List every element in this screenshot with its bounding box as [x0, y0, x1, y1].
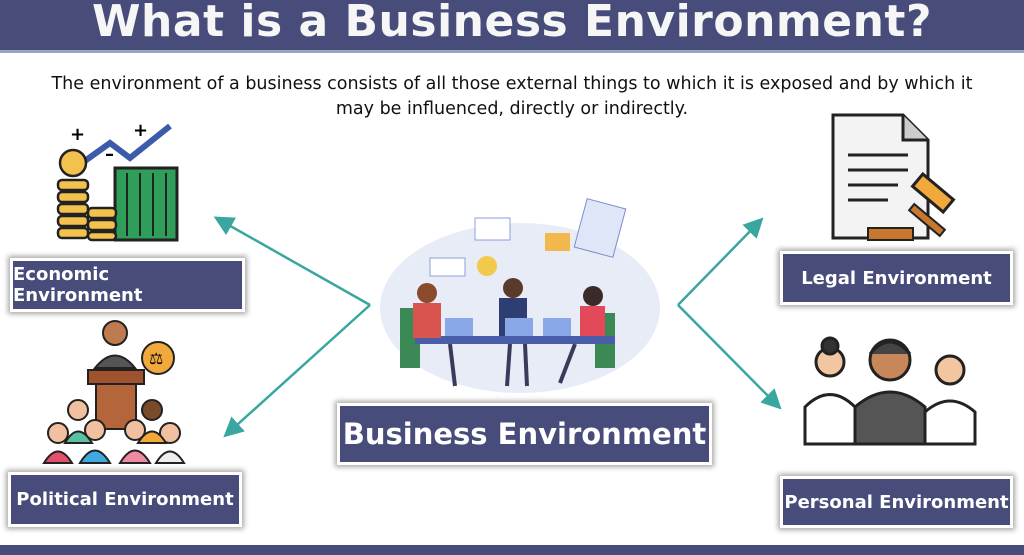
people-group-icon: [803, 336, 977, 446]
svg-text:⚖: ⚖: [149, 349, 163, 368]
arrow-personal: [677, 304, 782, 410]
arrow-economic: [213, 216, 371, 307]
political-environment-label: Political Environment: [8, 472, 242, 527]
economic-environment-label: Economic Environment: [10, 258, 245, 312]
legal-environment-label: Legal Environment: [780, 251, 1013, 305]
team-meeting-illustration: [380, 198, 660, 393]
politician-speech-icon: ⚖: [42, 320, 186, 464]
page-title: What is a Business Environment?: [92, 0, 932, 47]
arrow-legal: [677, 217, 764, 306]
business-environment-label: Business Environment: [337, 403, 712, 465]
svg-text:+: +: [70, 124, 85, 145]
svg-text:–: –: [105, 144, 114, 165]
legal-document-gavel-icon: [831, 113, 956, 241]
footer-bar: [0, 545, 1024, 555]
economy-growth-icon: + +–: [56, 120, 179, 242]
arrow-political: [223, 304, 371, 438]
personal-environment-label: Personal Environment: [780, 476, 1013, 528]
header-bar: What is a Business Environment?: [0, 0, 1024, 53]
svg-text:+: +: [133, 120, 148, 141]
intro-text: The environment of a business consists o…: [51, 74, 973, 119]
